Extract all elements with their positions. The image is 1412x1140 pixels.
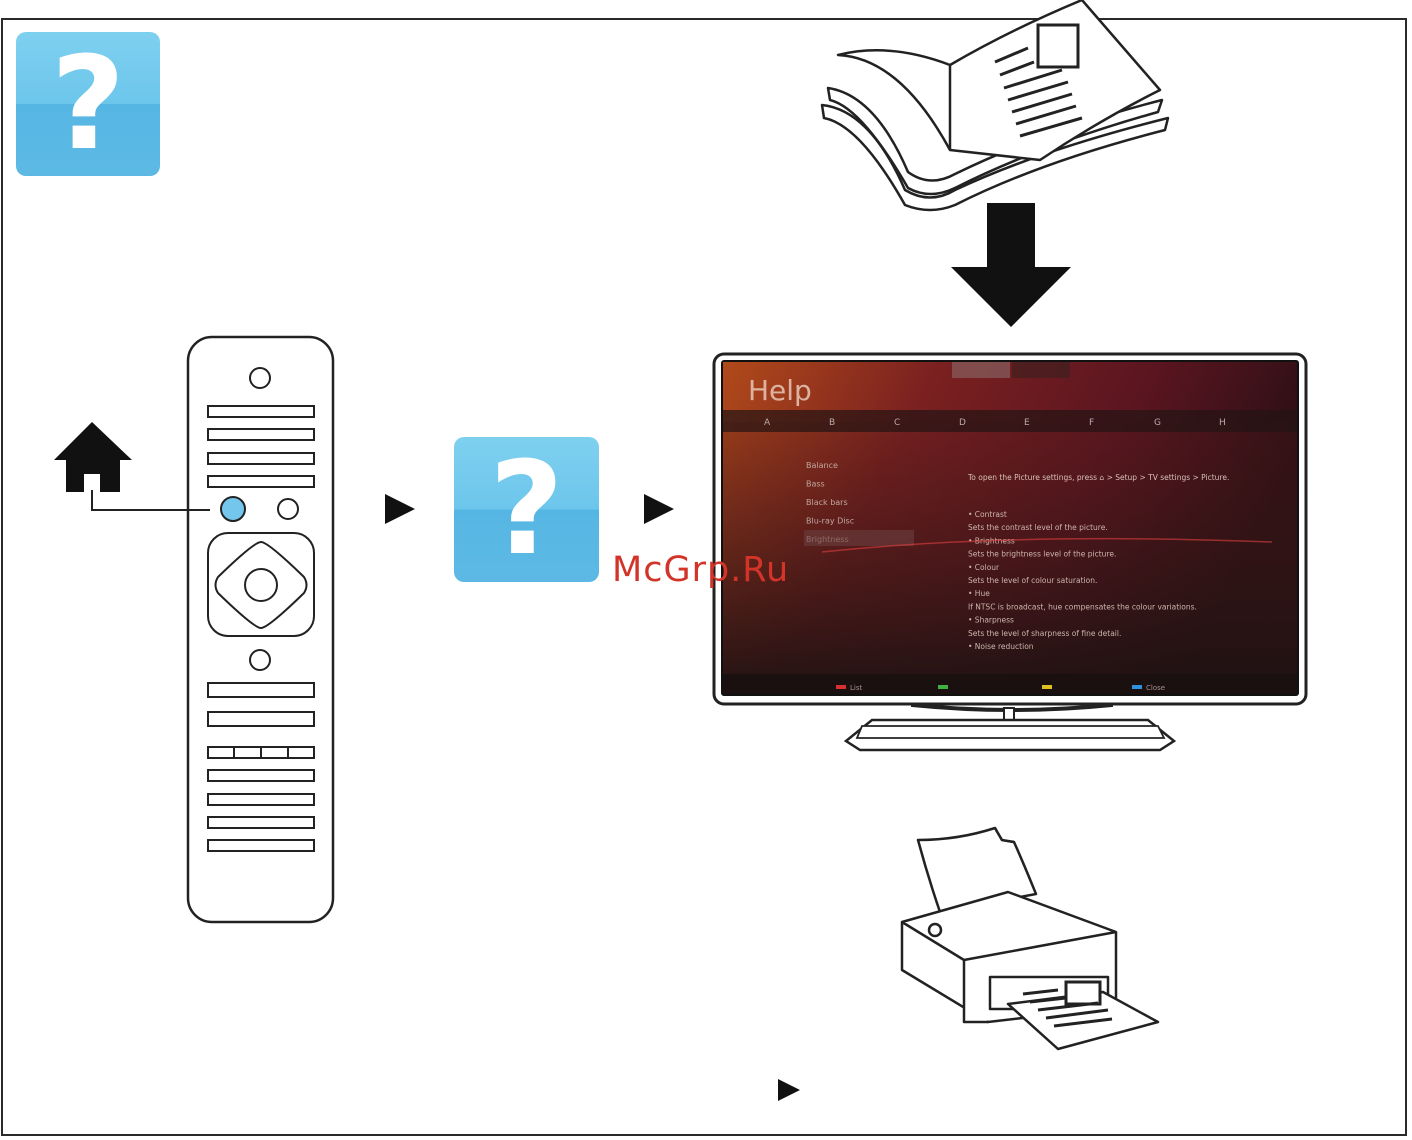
leader-line — [91, 490, 210, 511]
help-icon: ? — [454, 437, 599, 582]
tv-menu-item: Blu-ray Disc — [806, 517, 854, 526]
secondary-button — [277, 498, 299, 520]
tv-tab: C — [894, 418, 900, 428]
tv-content-line: Sets the contrast level of the picture. — [968, 523, 1108, 532]
power-button — [249, 367, 271, 389]
tv-menu-item: Bass — [806, 480, 825, 489]
tv-menu-item: Black bars — [806, 498, 848, 507]
tv-tab: D — [959, 418, 966, 428]
home-icon — [54, 422, 132, 492]
tv-tab: F — [1089, 418, 1094, 428]
tv-tab: G — [1154, 418, 1161, 428]
arrow-right-icon — [644, 494, 674, 524]
diagram-frame — [1, 18, 1407, 1136]
ok-button — [244, 568, 278, 602]
tv-content-line: • Colour — [968, 563, 1000, 572]
tv-content-line: • Sharpness — [968, 616, 1014, 625]
tv-tab: B — [829, 418, 835, 428]
tv-content-intro: To open the Picture settings, press ⌂ > … — [967, 473, 1229, 482]
question-mark: ? — [489, 437, 564, 582]
tv-content-line: Sets the level of colour saturation. — [968, 576, 1097, 585]
tv-footer-list: List — [850, 684, 862, 692]
manual-book-icon — [820, 0, 1170, 212]
down-arrow-icon — [951, 203, 1071, 327]
watermark: McGrp.Ru — [612, 550, 790, 590]
back-button — [249, 649, 271, 671]
question-mark: ? — [50, 32, 126, 176]
remote-control — [186, 335, 335, 924]
tv-help-title: Help — [748, 374, 812, 407]
tv-content-line: If NTSC is broadcast, hue compensates th… — [968, 602, 1197, 611]
tv-footer-close: Close — [1146, 684, 1165, 692]
arrow-right-icon — [385, 494, 415, 524]
tv-tab: E — [1024, 418, 1030, 428]
help-icon: ? — [16, 32, 160, 176]
tv-tab: H — [1219, 418, 1226, 428]
home-button — [220, 496, 246, 522]
tv-tab: A — [764, 418, 771, 428]
tv-menu-item: Balance — [806, 461, 838, 470]
tv-content-line: • Contrast — [968, 510, 1007, 519]
tv-content-line: • Hue — [968, 589, 990, 598]
printer-icon — [900, 826, 1160, 1051]
tv-content-line: Sets the brightness level of the picture… — [968, 550, 1116, 559]
tv-content-line: Sets the level of sharpness of fine deta… — [968, 629, 1121, 638]
arrow-right-icon — [778, 1079, 800, 1101]
tv-content-line: • Noise reduction — [968, 642, 1034, 651]
